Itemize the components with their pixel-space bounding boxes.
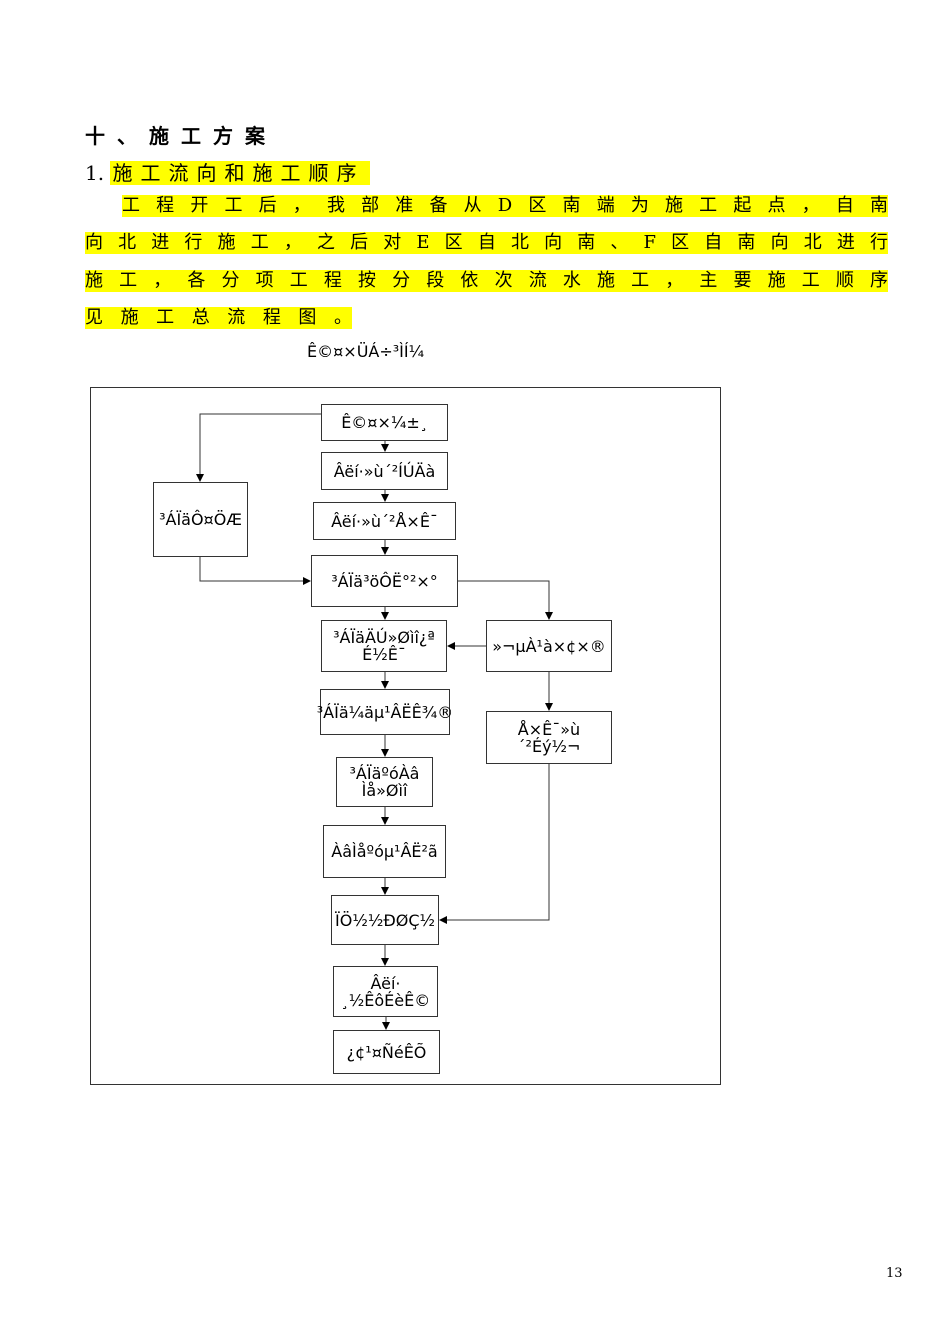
flow-box-riprap: Âëí·»ù´²Å×Ê¯ bbox=[313, 502, 456, 540]
paragraph-line: 工程开工后，我部准备从D区南端为施工起点，自南 bbox=[122, 195, 888, 217]
paragraph-line: 见施工总流程图。 bbox=[85, 307, 352, 329]
flow-box-bed-level: Å×Ê¯»ù´²Éý½¬ bbox=[486, 711, 612, 764]
flowchart-frame bbox=[90, 387, 721, 1085]
paragraph-line: 施工，各分项工程按分段依次流水施工，主要施工顺序 bbox=[85, 270, 888, 292]
paragraph-line: 向北进行施工，之后对E区自北向南、F区自南向北进行 bbox=[85, 232, 888, 254]
flow-box-acceptance: ¿¢¹¤ÑéÊÕ bbox=[333, 1030, 440, 1074]
subsection-heading: 1. 施工流向和施工顺序 bbox=[85, 157, 371, 186]
flowchart-caption: Ê©¤×ÜÁ÷³ÌÍ¼ bbox=[307, 342, 425, 361]
flow-box-prefab: ³ÁÏäÔ¤ÖÆ bbox=[153, 482, 248, 557]
flow-box-facilities: Âëí· ¸½ÊôÉèÊ© bbox=[333, 966, 438, 1017]
flow-box-install: ³ÁÏä³öÔË°²×° bbox=[311, 555, 458, 607]
flow-box-filter-layer: ÀâÌåºóµ¹ÂË²ã bbox=[323, 825, 446, 878]
flow-box-start: Ê©¤×¼±¸ bbox=[321, 404, 448, 441]
subsection-number: 1. bbox=[85, 161, 105, 185]
flow-box-backfill: ³ÁÏäÄÚ»Øìî¿ª É½Ê¯ bbox=[321, 620, 447, 672]
subsection-title: 施工流向和施工顺序 bbox=[110, 161, 371, 185]
flow-box-filter-well: ³ÁÏä¼äµ¹ÂËÊ¾® bbox=[317, 689, 453, 735]
page-number: 13 bbox=[886, 1266, 903, 1281]
flow-box-pile: »¬µÀ¹à×¢×® bbox=[486, 620, 612, 672]
flow-box-wall: ÏÖ½½ÐØÇ½ bbox=[331, 895, 439, 945]
section-heading: 十、施工方案 bbox=[85, 124, 277, 148]
flow-box-dredge: Âëí·»ù´²ÍÚÄà bbox=[321, 452, 448, 490]
flow-box-rear-fill: ³ÁÏäºóÀâ Ìå»Øìî bbox=[336, 757, 433, 807]
